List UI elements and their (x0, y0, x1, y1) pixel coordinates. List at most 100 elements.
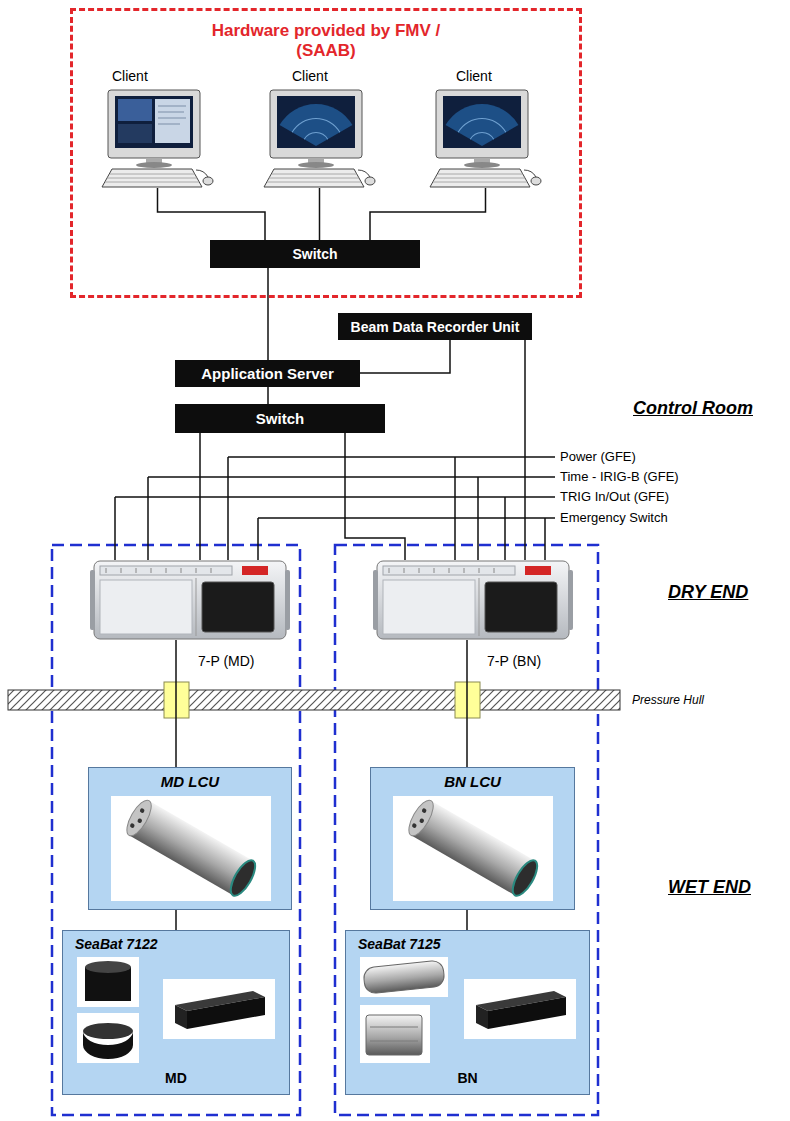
node-caption: 7-P (MD) (198, 653, 255, 670)
network-cable (466, 640, 468, 767)
illustration-part (226, 857, 260, 900)
mouse (365, 177, 375, 185)
recorder-box: Beam Data Recorder Unit (338, 313, 532, 340)
node-caption: Client (456, 68, 492, 85)
node-text: MD (165, 1070, 187, 1087)
client-computer: Client (100, 88, 215, 188)
illustration-part (100, 580, 192, 634)
client-computer: Client (262, 88, 377, 188)
sonar-processor: 7-P (MD) (90, 560, 290, 640)
illustration-part (525, 566, 551, 575)
illustration-part (118, 124, 152, 143)
illustration-part (433, 174, 527, 182)
illustration-part (389, 568, 390, 573)
illustration-part (129, 823, 135, 829)
photo-panel (393, 796, 553, 901)
pressure-hull (8, 690, 620, 710)
projector (363, 960, 445, 994)
illustration-part (479, 578, 480, 636)
illustration-part (122, 797, 156, 840)
illustration-part (175, 1005, 187, 1029)
photo-panel (77, 1013, 139, 1063)
photo-panel (111, 796, 271, 901)
illustration-part (196, 568, 197, 573)
illustration-part (479, 568, 480, 573)
illustration-part (105, 174, 199, 182)
emergency-wire (258, 518, 555, 560)
illustration-part (211, 568, 212, 573)
illustration-part (464, 568, 465, 573)
network-switch: Switch (175, 404, 385, 433)
illustration-part (419, 568, 420, 573)
node-text: SeaBat 7125 (358, 936, 441, 953)
keyboard (264, 169, 364, 187)
bus-wires (115, 457, 555, 560)
illustration-part (196, 578, 197, 636)
illustration-part (181, 568, 182, 573)
network-cable (524, 340, 526, 560)
hardware-region: Hardware provided by FMV / (SAAB)ClientC… (70, 8, 582, 298)
node-text: MD LCU (161, 773, 219, 791)
node-text: Switch (292, 246, 337, 263)
signal-label: Power (GFE) (560, 449, 636, 465)
network-cable (175, 910, 177, 930)
processor-picture (373, 560, 573, 640)
sonar-processor: 7-P (BN) (373, 560, 573, 640)
network-switch: Switch (210, 240, 420, 268)
dashed-region (52, 545, 300, 1115)
array-bar (488, 997, 566, 1029)
network-cable (199, 433, 201, 560)
server-box: Application Server (175, 360, 360, 387)
monitor (270, 90, 362, 158)
illustration-part (139, 808, 145, 814)
photo-panel (360, 1005, 430, 1063)
network-cable (319, 188, 321, 240)
client-computer: Client (428, 88, 543, 188)
illustration-part (524, 170, 536, 177)
illustration-part (155, 99, 190, 143)
trig-wire (115, 497, 555, 560)
screen (277, 96, 355, 148)
receiver (366, 1015, 422, 1055)
illustration-part (494, 568, 495, 573)
illustration-part (370, 1027, 418, 1041)
illustration-part (196, 170, 208, 177)
sonar-fan (446, 104, 519, 146)
illustration-part (470, 132, 494, 140)
signal-label: TRIG In/Out (GFE) (560, 489, 669, 505)
illustration-part (118, 99, 152, 121)
keyboard (430, 169, 530, 187)
network-cable (267, 387, 269, 404)
time-wire (148, 477, 555, 560)
signal-label: Emergency Switch (560, 510, 668, 526)
node-text: Switch (256, 410, 304, 428)
photo-panel (464, 979, 576, 1039)
illustration-part (358, 170, 370, 177)
node-text: Hardware provided by FMV / (SAAB) (206, 21, 446, 62)
processor-case (94, 561, 286, 639)
network-cable (267, 268, 269, 360)
illustration-part (83, 1023, 133, 1039)
illustration-part (158, 106, 186, 124)
illustration-part (85, 961, 131, 973)
photo-panel (163, 979, 275, 1039)
section-label: WET END (668, 877, 751, 899)
screen (443, 96, 521, 148)
node-text: Beam Data Recorder Unit (351, 318, 520, 335)
illustration-part (121, 568, 122, 573)
photo-panel (360, 957, 448, 997)
illustration-part (458, 118, 507, 133)
mouse (203, 177, 213, 185)
illustration-part (285, 570, 290, 630)
illustration-part (90, 570, 95, 630)
illustration-part (106, 568, 107, 573)
processor-picture (90, 560, 290, 640)
node-text: SeaBat 7122 (75, 936, 158, 953)
network-cable (345, 433, 405, 560)
mouse (531, 177, 541, 185)
node-text: Application Server (201, 365, 334, 383)
network-cable (360, 340, 450, 373)
network-cable (466, 910, 468, 930)
photo-panel (77, 957, 139, 1007)
